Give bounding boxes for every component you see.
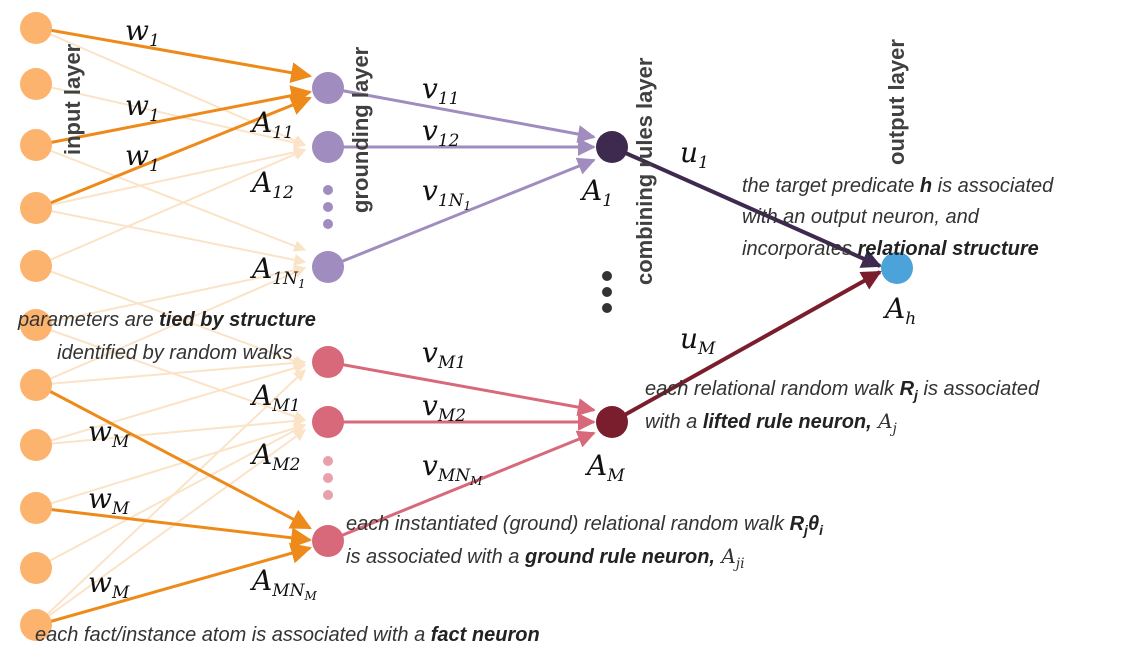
weight-wM-c: wM <box>88 566 130 603</box>
input-node <box>20 609 52 641</box>
ellipsis-dot <box>323 185 333 195</box>
weight-vM1: vM1 <box>422 336 466 373</box>
u1-edge <box>611 145 882 268</box>
grounding-bottom-edges <box>327 360 596 543</box>
weight-v1N1: v1N1 <box>422 174 471 213</box>
weight-wM-a: wM <box>88 415 130 452</box>
input-node <box>20 552 52 584</box>
weight-vM2: vM2 <box>422 389 466 426</box>
weight-vMNM: vMNM <box>422 449 483 488</box>
output-layer-label: output layer <box>884 39 909 165</box>
input-node <box>20 68 52 100</box>
weight-w1-top: w1 <box>125 14 160 51</box>
label-AMNM: AMNM <box>249 564 318 603</box>
grounding-node-a1n1 <box>312 251 344 283</box>
weight-v12: v12 <box>422 114 459 151</box>
lifted-note-line2: with a lifted rule neuron, Aj <box>645 409 898 437</box>
label-AM2: AM2 <box>249 438 300 475</box>
grounding-top-nodes <box>312 72 344 283</box>
grounding-node-a11 <box>312 72 344 104</box>
weight-w1-mid: w1 <box>125 89 160 126</box>
weight-w1-low: w1 <box>125 139 160 176</box>
input-node <box>20 429 52 461</box>
combining-ellipsis <box>602 271 612 313</box>
grounding-node-a12 <box>312 131 344 163</box>
output-node-ah <box>881 252 913 284</box>
input-node <box>20 309 52 341</box>
input-node <box>20 129 52 161</box>
label-AM1: AM1 <box>249 379 300 416</box>
input-node <box>20 192 52 224</box>
grounding-node-am1 <box>312 346 344 378</box>
grounding-bottom-nodes <box>312 346 344 557</box>
grounding-layer-label: grounding layer <box>348 46 373 213</box>
output-note-line3: incorporates relational structure <box>742 238 1039 260</box>
input-nodes <box>20 12 52 641</box>
output-note-line1: the target predicate h is associated <box>742 175 1054 197</box>
combining-layer-label: combining rules layer <box>632 57 657 285</box>
tied-edges <box>37 26 313 627</box>
input-node <box>20 369 52 401</box>
ground-note-line2: is associated with a ground rule neuron,… <box>346 544 745 572</box>
ellipsis-dot <box>323 219 333 229</box>
ellipsis-dot <box>323 202 333 212</box>
label-A1: A1 <box>579 174 613 211</box>
combining-node-a1 <box>596 131 628 163</box>
input-node <box>20 12 52 44</box>
grounding-node-amnm <box>312 525 344 557</box>
tied-note-line2: identified by random walks <box>57 342 293 364</box>
input-layer-label: input layer <box>60 43 85 155</box>
input-node <box>20 492 52 524</box>
output-note-line2: with an output neuron, and <box>742 206 980 228</box>
grounding-node-am2 <box>312 406 344 438</box>
weight-u1: u1 <box>680 136 709 173</box>
ellipsis-dot <box>602 271 612 281</box>
weight-v11: v11 <box>422 72 459 109</box>
weight-wM-b: wM <box>88 482 130 519</box>
label-AM: AM <box>584 449 625 486</box>
label-A12: A12 <box>249 166 294 203</box>
fact-note: each fact/instance atom is associated wi… <box>35 624 540 646</box>
weight-uM: uM <box>680 322 716 359</box>
uM-edge <box>611 270 882 424</box>
grounding-top-edges <box>327 86 596 269</box>
tied-note-line1: parameters are tied by structure <box>17 309 316 331</box>
ellipsis-dot <box>323 456 333 466</box>
combining-node-am <box>596 406 628 438</box>
lifted-note-line1: each relational random walk Rj is associ… <box>645 378 1040 403</box>
faint-edges <box>35 27 307 626</box>
ground-note-line1: each instantiated (ground) relational ra… <box>346 513 824 538</box>
input-node <box>20 250 52 282</box>
label-Ah: Ah <box>882 292 916 329</box>
ellipsis-dot <box>602 287 612 297</box>
label-A1N1: A1N1 <box>249 252 306 291</box>
ellipsis-dot <box>323 473 333 483</box>
ellipsis-dot <box>323 490 333 500</box>
label-A11: A11 <box>249 106 294 143</box>
ellipsis-dot <box>602 303 612 313</box>
